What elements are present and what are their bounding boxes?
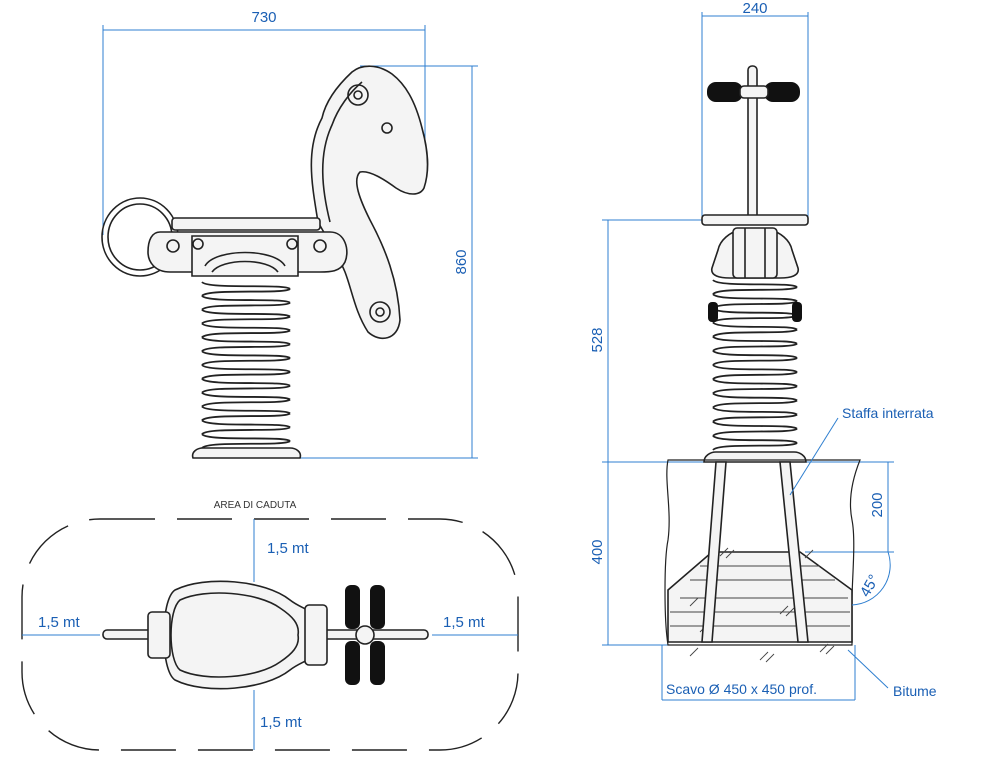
clearance-bottom: 1,5 mt bbox=[260, 714, 303, 731]
bitumen-label: Bitume bbox=[893, 683, 937, 699]
front-spring bbox=[201, 281, 291, 449]
spring-coil bbox=[712, 279, 798, 451]
leaders bbox=[661, 417, 889, 701]
stake-depth-dimension: 200 bbox=[805, 461, 894, 553]
spring-coil bbox=[201, 281, 291, 449]
stake-depth-value: 200 bbox=[869, 492, 886, 517]
fall-area-title: AREA DI CADUTA bbox=[214, 500, 297, 511]
side-height-dimension: 528 bbox=[589, 219, 720, 463]
top-seat bbox=[147, 580, 328, 690]
front-base bbox=[191, 447, 302, 459]
front-width-dimension: 730 bbox=[102, 9, 426, 235]
side-bracket bbox=[710, 227, 800, 279]
ground-depth-value: 400 bbox=[589, 539, 606, 564]
ground-depth-dimension: 400 bbox=[589, 462, 668, 646]
side-view: 240 528 400 200 bbox=[589, 0, 937, 701]
horse-head bbox=[310, 65, 429, 340]
seat-bracket bbox=[147, 217, 348, 277]
excavation-label: Scavo Ø 450 x 450 prof. bbox=[666, 681, 817, 697]
side-width-dimension: 240 bbox=[701, 0, 809, 222]
fall-area-outline bbox=[21, 518, 519, 751]
clearance-right: 1,5 mt bbox=[443, 614, 486, 631]
side-height-value: 528 bbox=[589, 327, 606, 352]
front-view: 730 860 bbox=[101, 9, 478, 459]
clearance-left: 1,5 mt bbox=[38, 614, 81, 631]
front-height-value: 860 bbox=[453, 249, 470, 274]
side-width-value: 240 bbox=[742, 0, 767, 17]
front-width-value: 730 bbox=[251, 9, 276, 26]
angle-marker: 45° bbox=[851, 551, 891, 606]
side-seat bbox=[701, 214, 809, 226]
top-handles bbox=[345, 585, 385, 685]
top-view: AREA DI CADUTA 1,5 mt 1,5 mt 1,5 mt 1,5 … bbox=[21, 500, 519, 751]
angle-value: 45° bbox=[857, 572, 883, 600]
excavation bbox=[664, 459, 861, 663]
front-height-dimension: 860 bbox=[300, 65, 478, 459]
clearance-top: 1,5 mt bbox=[267, 540, 310, 557]
side-handle bbox=[707, 65, 800, 225]
buried-bracket-label: Staffa interrata bbox=[842, 405, 934, 421]
side-spring bbox=[712, 279, 798, 451]
